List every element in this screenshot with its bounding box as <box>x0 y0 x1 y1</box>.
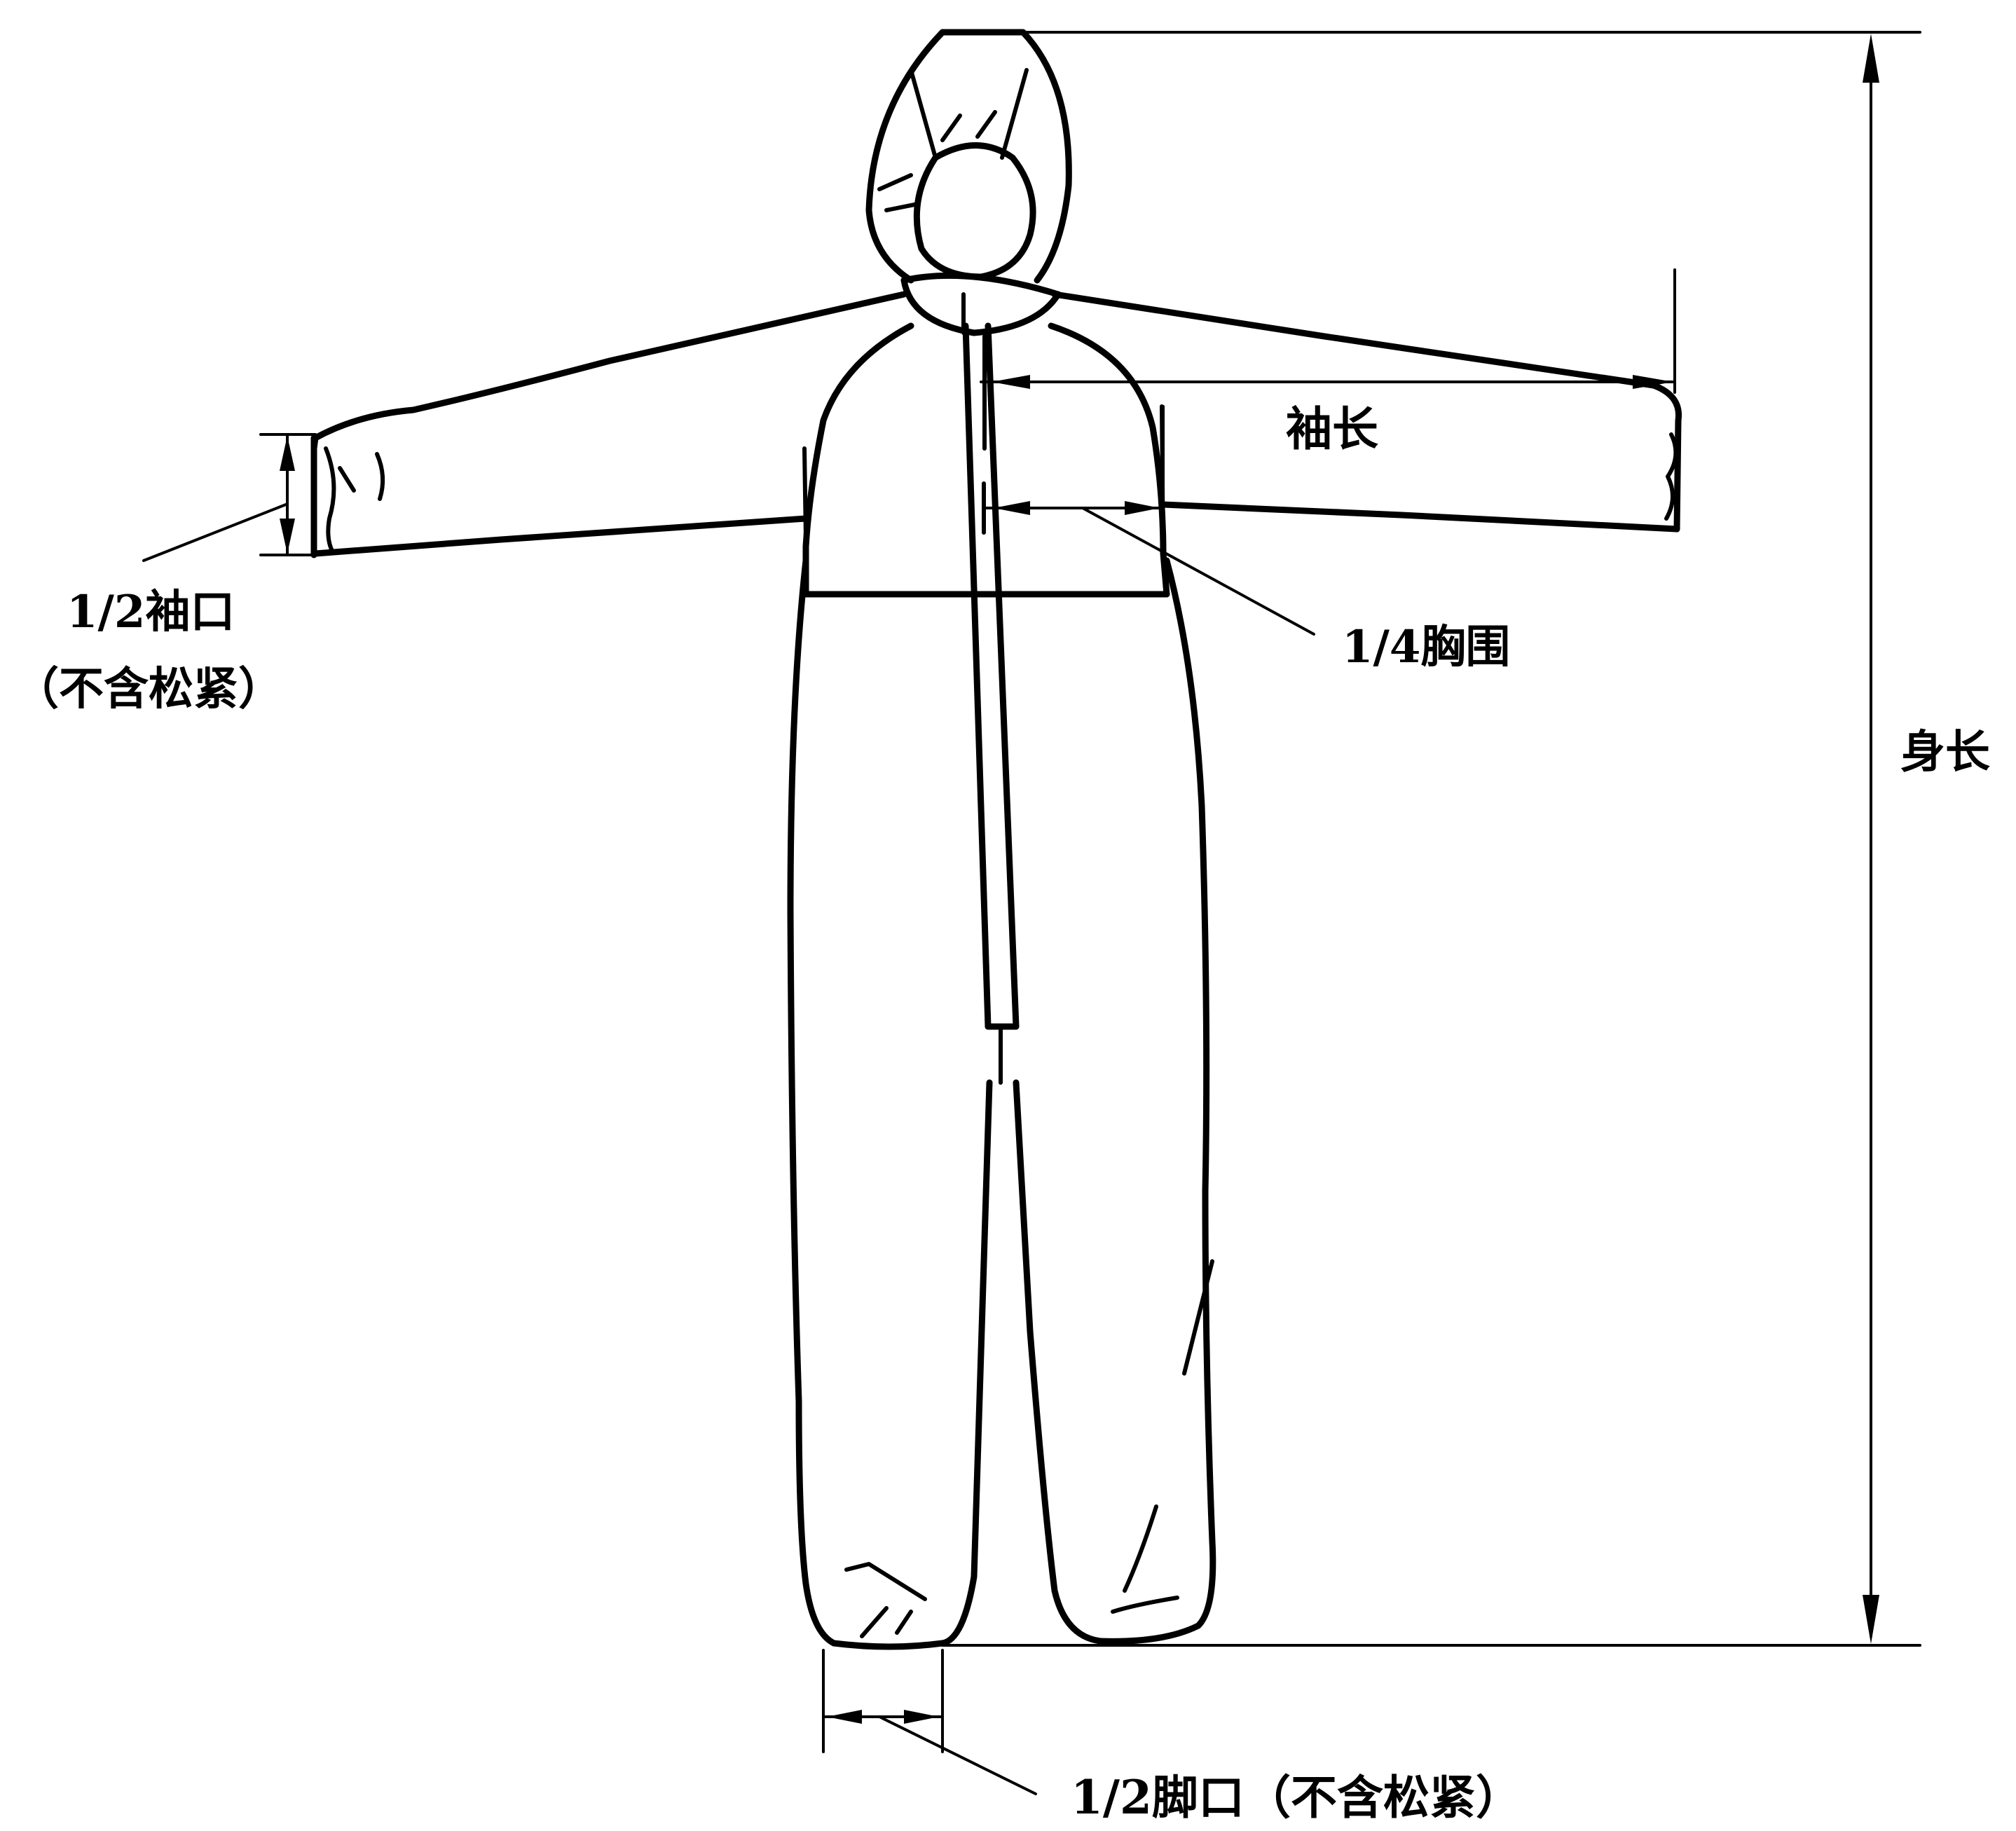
dimension-lines <box>142 31 1921 1795</box>
body-length-label: 身长 <box>1900 726 1990 779</box>
coverall-outline <box>310 29 1682 1650</box>
left-sleeve <box>310 291 907 558</box>
half-cuff-dimension <box>142 433 317 562</box>
sleeve-length-label: 袖长 <box>1286 402 1378 456</box>
hood <box>865 29 1072 336</box>
half-cuff-note-label: （不含松紧） <box>14 663 283 715</box>
measurement-labels: 袖长 1/2袖口 （不含松紧） 1/4胸围 身长 1/2脚口（不含松紧） <box>14 402 1990 1825</box>
sleeve-length-dimension <box>980 268 1676 394</box>
body-length-dimension <box>941 31 1921 1647</box>
right-sleeve <box>1051 291 1682 533</box>
half-ankle-dimension <box>822 1649 1037 1795</box>
half-ankle-label: 1/2脚口（不含松紧） <box>1071 1770 1522 1825</box>
right-leg <box>1013 557 1216 1645</box>
half-cuff-label: 1/2袖口 <box>67 586 235 638</box>
quarter-chest-dimension <box>983 405 1315 636</box>
zipper-placket <box>962 322 1020 1085</box>
quarter-chest-label: 1/4胸围 <box>1342 621 1510 673</box>
left-leg <box>787 557 993 1650</box>
